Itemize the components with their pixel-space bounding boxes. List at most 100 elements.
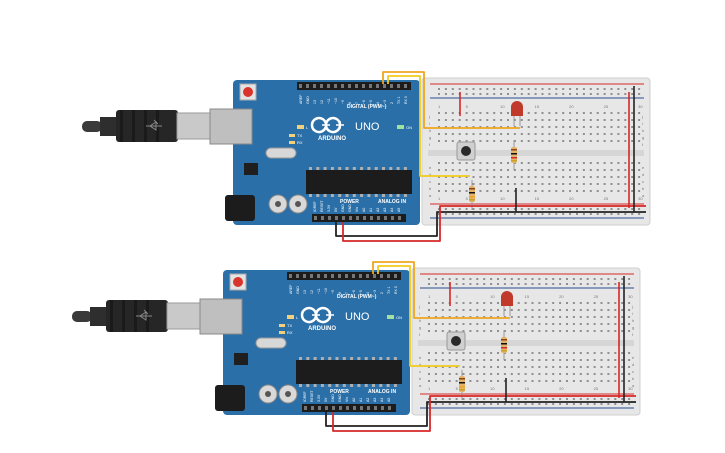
resistor-body[interactable]: [459, 376, 465, 392]
bottom-pin-label: A5: [387, 398, 391, 402]
hole: [465, 126, 468, 128]
hole: [582, 176, 585, 178]
button-cap[interactable]: [451, 336, 461, 346]
hole: [579, 330, 582, 332]
rail-hole: [500, 213, 503, 215]
resistor-band: [469, 188, 475, 190]
hole: [541, 112, 544, 114]
rail-hole: [538, 283, 541, 285]
column-number: 30: [638, 196, 643, 201]
hole: [589, 190, 592, 192]
hole: [545, 323, 548, 325]
rail-hole: [538, 403, 541, 405]
hole: [472, 119, 475, 121]
row-letter: i: [419, 311, 420, 316]
hole: [614, 323, 617, 325]
hole: [500, 183, 503, 185]
column-number: 10: [500, 196, 505, 201]
wire-power[interactable]: [342, 205, 646, 242]
hole: [472, 133, 475, 135]
hole: [541, 119, 544, 121]
row-letter: f: [419, 332, 421, 337]
hole: [428, 352, 430, 354]
hole: [566, 373, 568, 375]
resistor-body[interactable]: [469, 186, 475, 202]
hole: [490, 316, 493, 318]
hole: [490, 359, 493, 361]
hole: [603, 176, 606, 178]
hole: [486, 126, 489, 128]
reset-button[interactable]: [243, 87, 253, 97]
hole: [607, 359, 610, 361]
hole: [617, 140, 620, 142]
hole: [451, 126, 454, 128]
hole: [572, 330, 575, 332]
rail-hole: [448, 398, 451, 400]
rail-hole: [566, 278, 568, 280]
hole: [472, 176, 475, 178]
hole: [559, 359, 562, 361]
hole: [566, 330, 568, 332]
rail-hole: [621, 398, 624, 400]
hole: [428, 316, 430, 318]
power-label: POWER: [340, 199, 359, 205]
rail-hole: [555, 213, 558, 215]
digital-header-pin: [320, 84, 323, 88]
digital-header-pin: [313, 84, 316, 88]
digital-pin-label: ~11: [317, 288, 321, 294]
hole: [517, 352, 520, 354]
hole: [638, 119, 641, 121]
chip-pin: [309, 167, 312, 170]
reset-button[interactable]: [233, 277, 243, 287]
column-number: 1: [428, 294, 431, 299]
hole: [541, 183, 544, 185]
wire-button-signal[interactable]: [387, 75, 470, 177]
resistor-body[interactable]: [511, 147, 517, 163]
resistor-band: [511, 157, 517, 159]
rail-hole: [586, 283, 589, 285]
rail-hole: [476, 278, 479, 280]
hole: [465, 112, 468, 114]
wire-led-signal[interactable]: [382, 71, 520, 129]
hole: [465, 169, 468, 171]
power-jack: [215, 385, 245, 411]
hole: [552, 309, 555, 311]
rail-hole: [631, 88, 634, 90]
led-body[interactable]: [501, 291, 513, 306]
wire-power[interactable]: [332, 395, 636, 432]
hole: [513, 133, 516, 135]
resistor-body[interactable]: [501, 337, 507, 353]
hole: [448, 373, 451, 375]
hole: [534, 176, 537, 178]
column-number: 20: [559, 386, 564, 391]
hole: [476, 359, 479, 361]
button-cap[interactable]: [461, 146, 471, 156]
power-header-pin: [377, 216, 380, 220]
column-number: 30: [628, 386, 633, 391]
usb-b-port: [209, 108, 253, 145]
hole: [513, 176, 516, 178]
row-letter: h: [429, 128, 431, 133]
rail-hole: [503, 278, 506, 280]
wire-ground[interactable]: [335, 211, 646, 237]
wire-ground[interactable]: [325, 401, 636, 427]
rail-hole: [458, 208, 461, 210]
hole: [444, 183, 447, 185]
hole: [479, 183, 482, 185]
hole: [624, 126, 627, 128]
hole: [451, 112, 454, 114]
led-body[interactable]: [511, 101, 523, 116]
hole: [603, 126, 606, 128]
hole: [607, 330, 610, 332]
rail-hole: [490, 403, 493, 405]
board-model: UNO: [355, 121, 380, 133]
regulator: [234, 353, 248, 365]
column-number: 25: [594, 294, 599, 299]
hole: [486, 190, 489, 192]
hole: [472, 183, 475, 185]
hole: [476, 373, 479, 375]
wire-button-signal[interactable]: [377, 265, 460, 367]
hole: [593, 316, 596, 318]
wire-led-signal[interactable]: [372, 261, 510, 319]
chip-pin: [330, 167, 334, 170]
